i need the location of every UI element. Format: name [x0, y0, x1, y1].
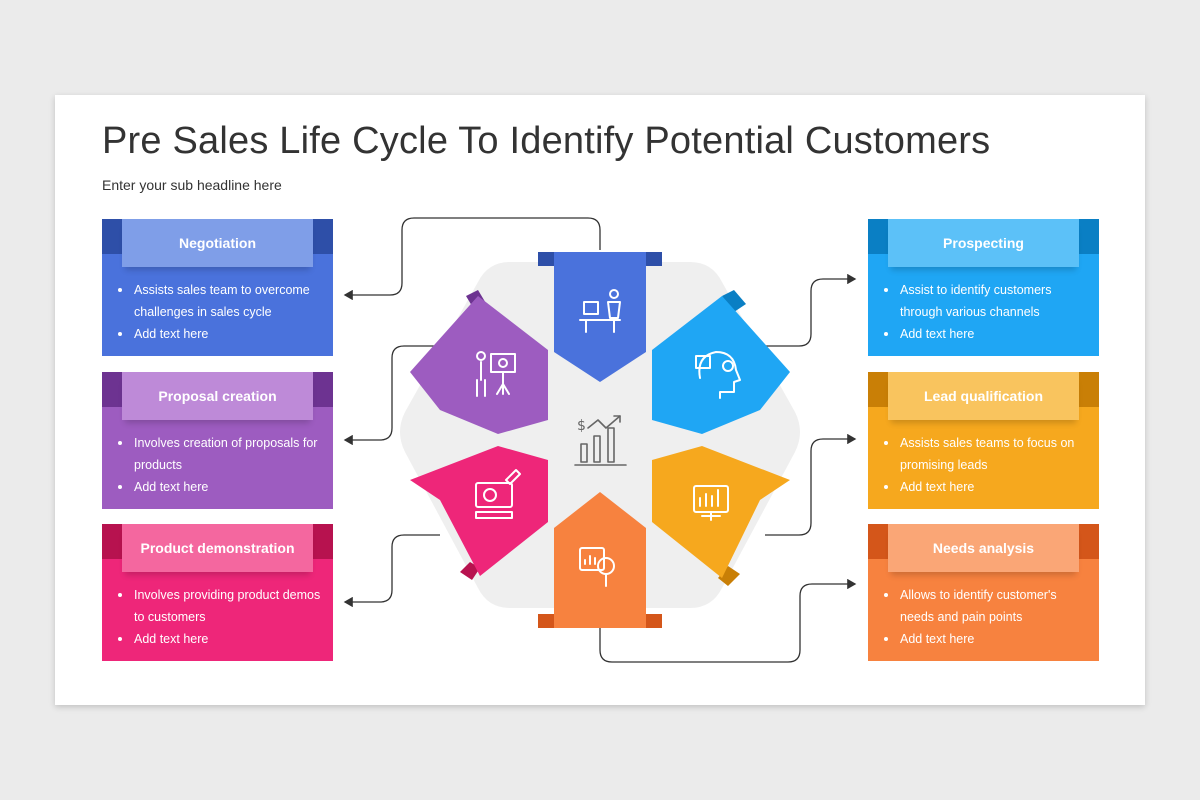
connector-prospecting	[765, 273, 857, 347]
stage-bullet: Add text here	[118, 323, 324, 345]
stage-card-lead-qualification: Lead qualification Assists sales teams t…	[868, 372, 1099, 509]
connector-negotiation	[343, 217, 601, 301]
stage-bullets: Allows to identify customer's needs and …	[880, 584, 1090, 650]
petal-proposal-creation	[410, 290, 548, 434]
stage-bullet: Add text here	[118, 628, 324, 650]
stage-bullet: Assists sales teams to focus on promisin…	[884, 432, 1090, 476]
stage-bullets: Assist to identify customers through var…	[880, 279, 1090, 345]
stage-bullet: Add text here	[884, 628, 1090, 650]
lead-dashboard-icon	[693, 485, 729, 521]
stage-bullets: Assists sales team to overcome challenge…	[114, 279, 324, 345]
connector-proposal	[343, 345, 440, 446]
stage-card-prospecting: Prospecting Assist to identify customers…	[868, 219, 1099, 356]
stage-bullet: Assists sales team to overcome challenge…	[118, 279, 324, 323]
customer-thinking-icon	[695, 351, 741, 399]
product-demo-screen-icon	[475, 469, 521, 519]
stage-card-product-demonstration: Product demonstration Involves providing…	[102, 524, 333, 661]
stage-bullet: Add text here	[884, 476, 1090, 498]
petal-prospecting	[652, 290, 790, 434]
presentation-board-icon	[476, 351, 516, 397]
connector-demonstration	[343, 534, 440, 608]
page-title: Pre Sales Life Cycle To Identify Potenti…	[102, 120, 991, 162]
stage-bullet: Involves creation of proposals for produ…	[118, 432, 324, 476]
stage-title: Product demonstration	[122, 524, 313, 572]
analysis-magnifier-icon	[579, 547, 615, 587]
stage-title: Needs analysis	[888, 524, 1079, 572]
stage-bullet: Add text here	[884, 323, 1090, 345]
petal-negotiation	[538, 252, 662, 382]
stage-bullet: Assist to identify customers through var…	[884, 279, 1090, 323]
sales-growth-chart-icon: $	[574, 415, 627, 466]
stage-card-negotiation: Negotiation Assists sales team to overco…	[102, 219, 333, 356]
connector-needs-analysis	[599, 578, 857, 663]
presenter-at-desk-icon	[579, 289, 621, 333]
stage-bullet: Allows to identify customer's needs and …	[884, 584, 1090, 628]
stage-card-needs-analysis: Needs analysis Allows to identify custom…	[868, 524, 1099, 661]
stage-title: Proposal creation	[122, 372, 313, 420]
stage-title: Lead qualification	[888, 372, 1079, 420]
stage-title: Prospecting	[888, 219, 1079, 267]
stage-card-proposal-creation: Proposal creation Involves creation of p…	[102, 372, 333, 509]
stage-bullets: Involves creation of proposals for produ…	[114, 432, 324, 498]
stage-bullet: Involves providing product demos to cust…	[118, 584, 324, 628]
stage-bullets: Involves providing product demos to cust…	[114, 584, 324, 650]
page-subtitle: Enter your sub headline here	[102, 177, 282, 193]
connector-lead-qualification	[765, 433, 857, 536]
stage-bullet: Add text here	[118, 476, 324, 498]
svg-text:$: $	[577, 418, 586, 434]
stage-bullets: Assists sales teams to focus on promisin…	[880, 432, 1090, 498]
stage-title: Negotiation	[122, 219, 313, 267]
